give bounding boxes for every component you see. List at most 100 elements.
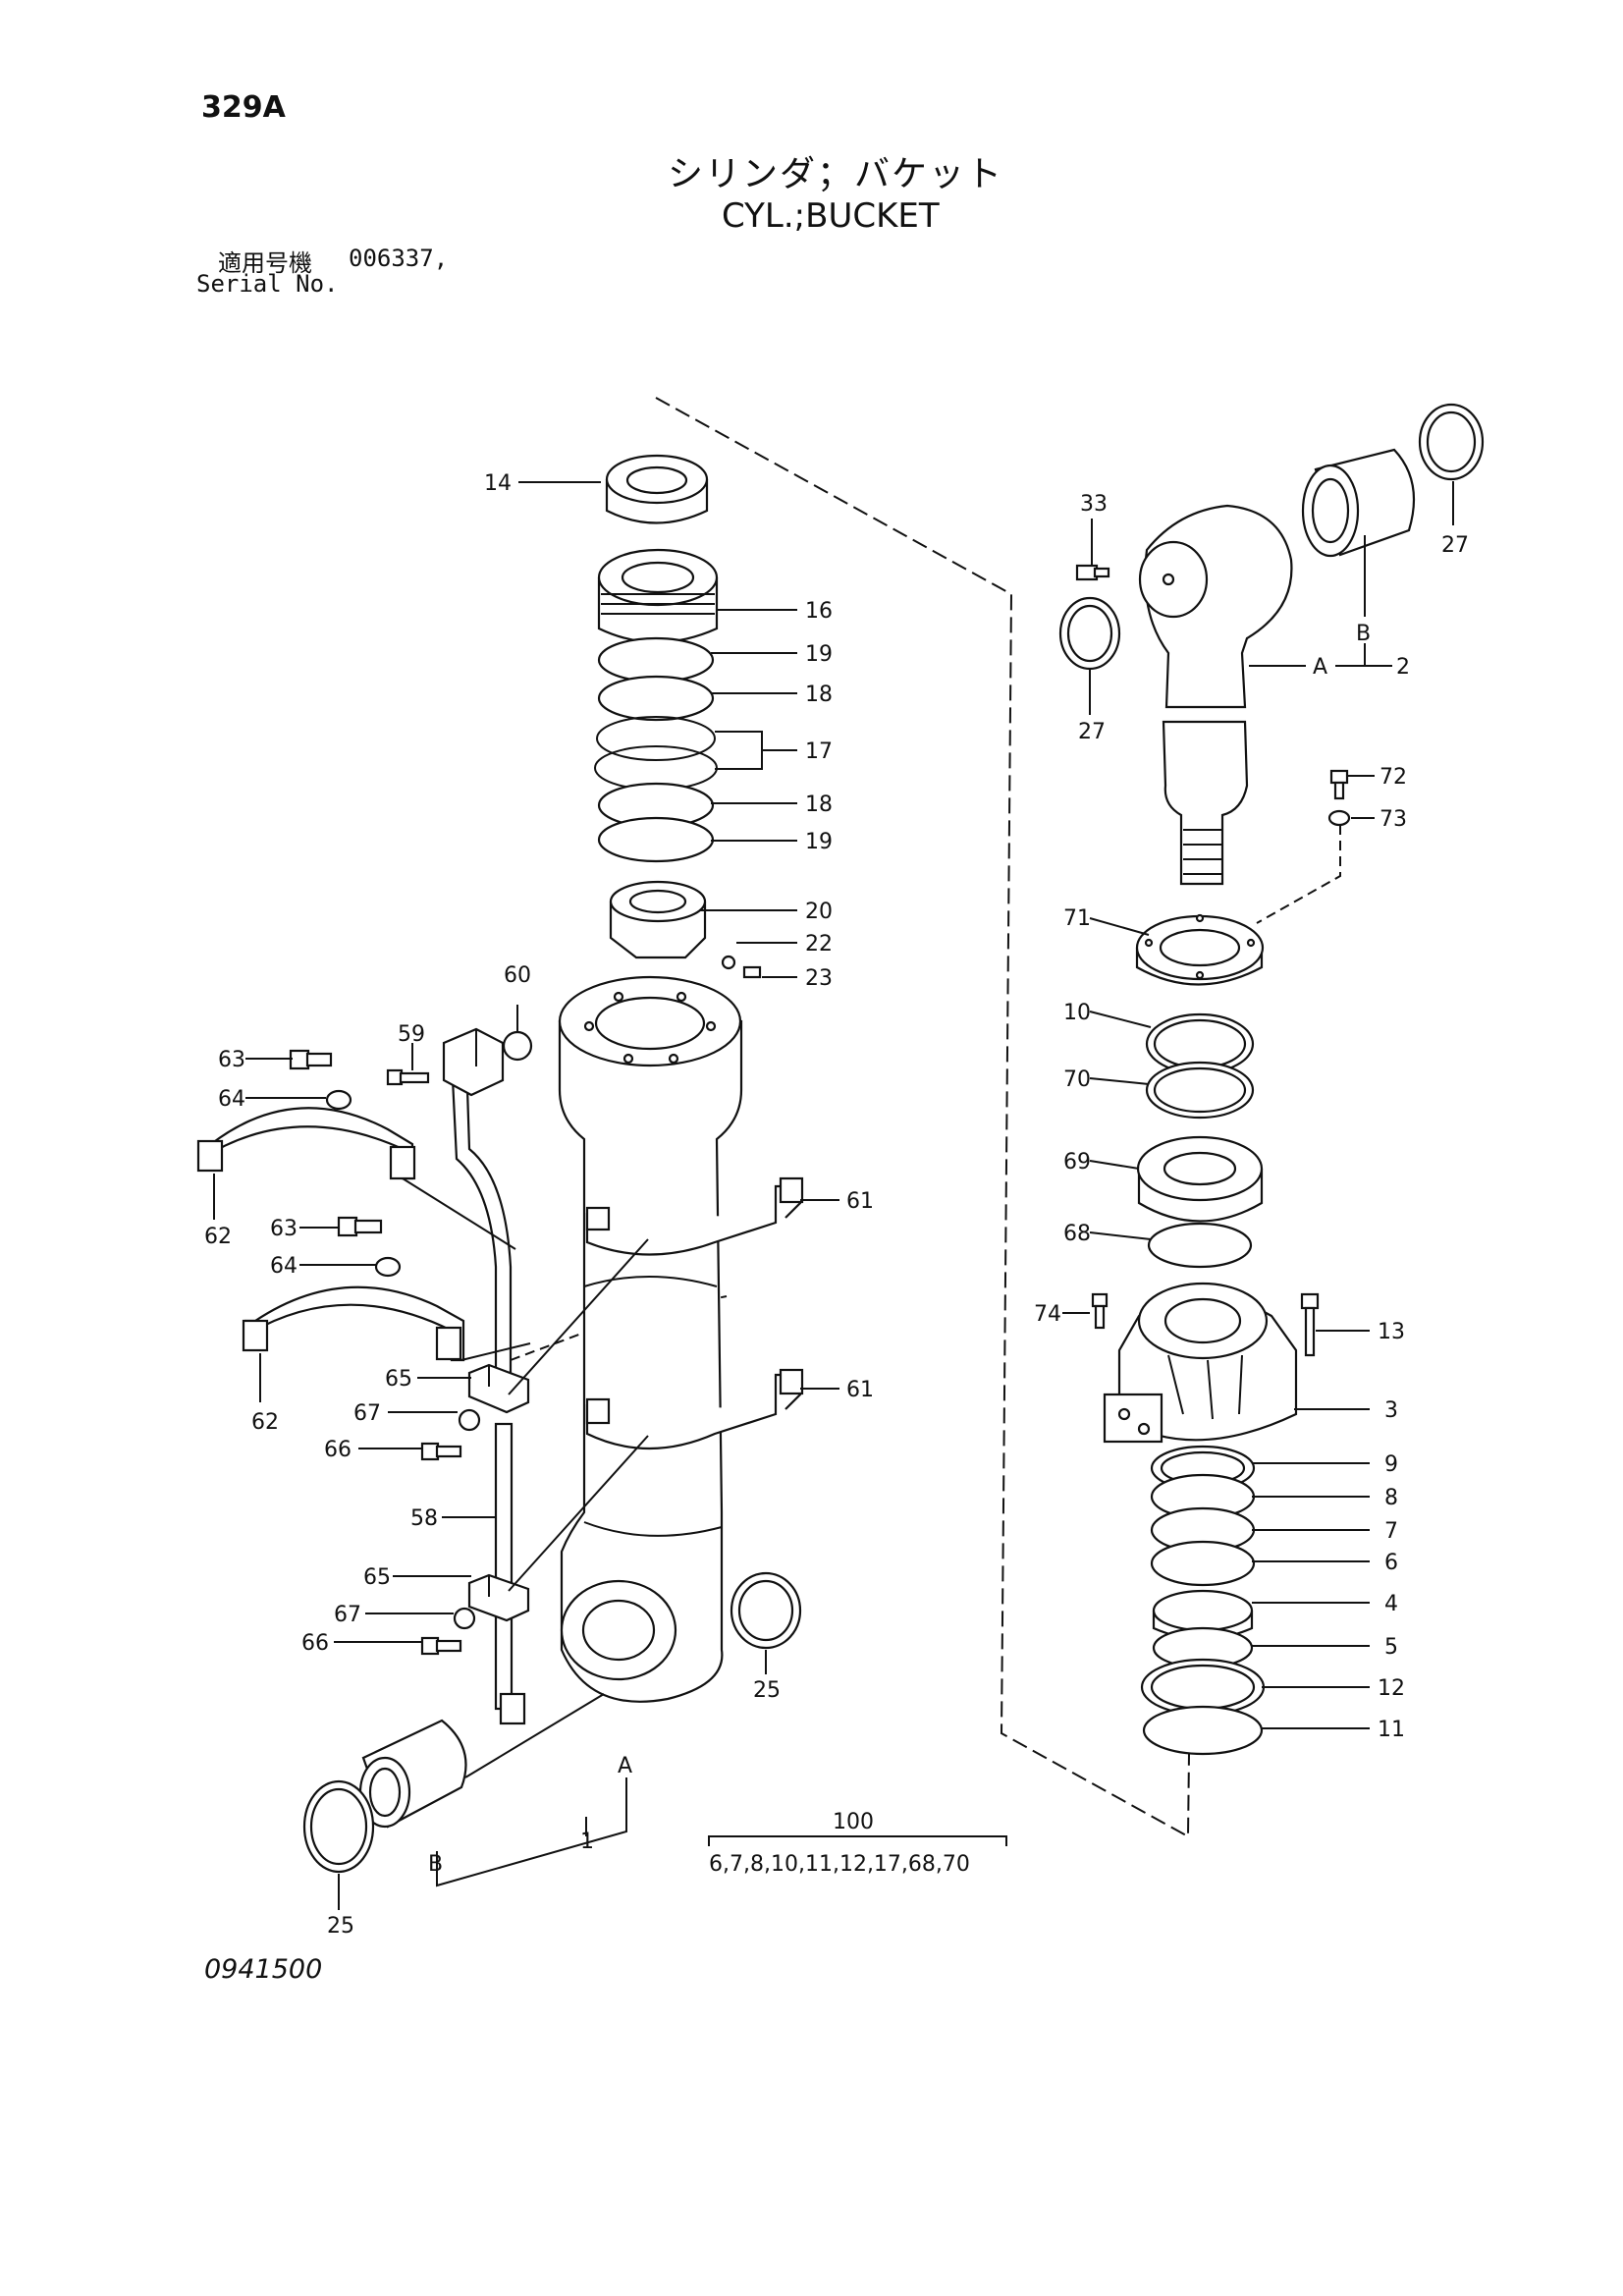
- ring-68: [1147, 1222, 1253, 1269]
- callout-70: 70: [1063, 1067, 1091, 1092]
- callout-62-upper: 62: [204, 1225, 232, 1249]
- serial-label-english: Serial No.: [196, 270, 339, 298]
- clamp-62-lower: [242, 1285, 465, 1362]
- callout-60: 60: [504, 963, 531, 988]
- callout-66-upper: 66: [324, 1438, 352, 1462]
- seal-25-left-inner: [309, 1787, 368, 1866]
- bolt-63-lower: [337, 1216, 383, 1237]
- callout-61-upper: 61: [846, 1189, 874, 1214]
- callout-9: 9: [1384, 1452, 1398, 1477]
- callout-59: 59: [398, 1022, 425, 1047]
- ref-b-right: B: [1356, 622, 1371, 646]
- title-japanese: シリンダ；バケット: [668, 154, 1004, 194]
- ring-70-inner: [1153, 1066, 1247, 1114]
- clamp-61-lower: [585, 1368, 804, 1450]
- callout-11: 11: [1378, 1718, 1405, 1742]
- seal-25-right-inner: [737, 1579, 794, 1642]
- callout-72: 72: [1380, 765, 1407, 790]
- bolt-66-upper: [420, 1442, 462, 1461]
- rod-eye-2: [1138, 504, 1293, 886]
- bolt-66-lower: [420, 1636, 462, 1656]
- bushing-b-right: [1301, 448, 1416, 558]
- clamp-65-lower: [467, 1573, 530, 1622]
- callout-19-lower: 19: [805, 830, 833, 854]
- seal-69: [1136, 1135, 1264, 1223]
- callout-25-right: 25: [753, 1678, 781, 1703]
- piston-rings-17-18-19: [594, 636, 718, 863]
- callout-61-lower: 61: [846, 1378, 874, 1402]
- serial-label-japanese: 適用号機: [218, 249, 312, 277]
- callout-58: 58: [410, 1506, 438, 1531]
- callout-66-lower: 66: [301, 1631, 329, 1656]
- screw-23: [742, 965, 762, 979]
- callout-71: 71: [1063, 906, 1091, 931]
- o-ring-67-lower: [453, 1607, 476, 1630]
- callout-13: 13: [1378, 1320, 1405, 1344]
- callout-10: 10: [1063, 1001, 1091, 1025]
- callout-73: 73: [1380, 807, 1407, 832]
- callout-2: 2: [1396, 655, 1410, 680]
- bolt-72: [1329, 769, 1349, 800]
- callout-64-lower: 64: [270, 1254, 298, 1279]
- ref-a-left: A: [618, 1754, 632, 1778]
- ring-10-inner: [1153, 1018, 1247, 1069]
- nut-20: [609, 880, 707, 959]
- callout-3: 3: [1384, 1398, 1398, 1423]
- callout-33: 33: [1080, 492, 1108, 517]
- callout-1: 1: [580, 1830, 594, 1854]
- callout-63-upper: 63: [218, 1048, 245, 1072]
- callout-7: 7: [1384, 1519, 1398, 1544]
- wiper-ring-14: [605, 454, 709, 524]
- washer-64-upper: [325, 1089, 352, 1111]
- callout-68: 68: [1063, 1222, 1091, 1246]
- callout-74: 74: [1034, 1302, 1061, 1327]
- drawing-number: 0941500: [204, 1954, 323, 1985]
- ref-b-left: B: [428, 1852, 443, 1877]
- callout-65-lower: 65: [363, 1565, 391, 1590]
- callout-27-lower: 27: [1078, 720, 1106, 744]
- callout-22: 22: [805, 932, 833, 957]
- callout-25-left: 25: [327, 1914, 354, 1939]
- rod-head-16: [597, 548, 719, 644]
- plate-71: [1135, 913, 1265, 986]
- callout-6: 6: [1384, 1551, 1398, 1575]
- callout-12: 12: [1378, 1676, 1405, 1701]
- callout-18-lower: 18: [805, 793, 833, 817]
- bolt-13: [1300, 1292, 1320, 1357]
- callout-62-lower: 62: [251, 1410, 279, 1435]
- callout-16: 16: [805, 599, 833, 624]
- ball-22: [721, 955, 736, 970]
- grease-fitting-33: [1075, 564, 1110, 581]
- title-english: CYL.;BUCKET: [722, 196, 940, 236]
- cylinder-head-3: [1103, 1282, 1298, 1444]
- seal-27-upper-inner: [1426, 410, 1477, 473]
- callout-67-lower: 67: [334, 1603, 361, 1627]
- kit-number: 100: [833, 1810, 874, 1834]
- callout-4: 4: [1384, 1592, 1398, 1616]
- washer-64-lower: [374, 1256, 402, 1278]
- callout-67-upper: 67: [353, 1401, 381, 1426]
- block-59: [442, 1027, 505, 1097]
- bushing-25-left: [358, 1719, 467, 1829]
- callout-8: 8: [1384, 1486, 1398, 1510]
- seal-27-lower-inner: [1066, 604, 1113, 663]
- callout-65-upper: 65: [385, 1367, 412, 1392]
- callout-69: 69: [1063, 1150, 1091, 1175]
- serial-value: 006337,: [349, 245, 449, 272]
- clamp-61-upper: [585, 1176, 804, 1256]
- callout-5: 5: [1384, 1635, 1398, 1660]
- callout-19-upper: 19: [805, 642, 833, 667]
- callout-18-upper: 18: [805, 683, 833, 707]
- cylinder-tube: [558, 975, 743, 1703]
- grease-fitting-74: [1091, 1292, 1109, 1330]
- bolt-59-screw: [386, 1068, 430, 1086]
- o-ring-60: [502, 1030, 533, 1062]
- ref-a-right: A: [1313, 655, 1327, 680]
- callout-17: 17: [805, 739, 833, 764]
- seal-stack-4-to-12: [1140, 1445, 1266, 1756]
- o-ring-67-upper: [458, 1408, 481, 1432]
- callouts: 14 16 19 18 17 18 19 20 22 23 60 59 63 6…: [204, 471, 1469, 1939]
- callout-23: 23: [805, 966, 833, 991]
- washer-73: [1327, 809, 1351, 827]
